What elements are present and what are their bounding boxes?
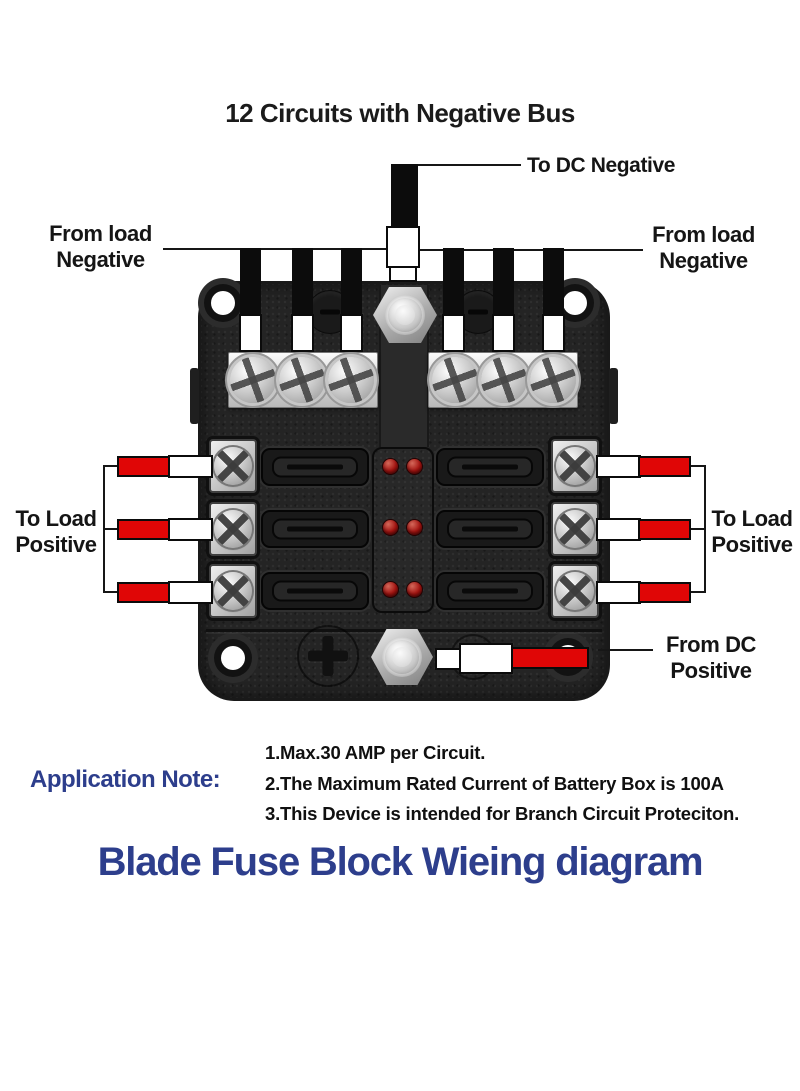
label-to-load-positive-left: To Load Positive <box>15 506 97 557</box>
bracket-line-right <box>704 465 706 593</box>
led-indicator <box>382 519 399 536</box>
bolt-stud <box>392 647 412 667</box>
wire-ferrule <box>596 455 641 478</box>
positive-wire <box>117 456 170 477</box>
fuse-socket <box>436 572 544 610</box>
led-panel <box>372 447 434 613</box>
connector-line-from-dc-positive <box>598 649 653 651</box>
negative-wire <box>443 248 464 316</box>
label-from-dc-positive: From DC Positive <box>665 632 757 683</box>
positive-wire <box>117 519 170 540</box>
bracket-stub-right-1 <box>689 465 705 467</box>
connector-line-from-load-negative-left <box>163 248 392 250</box>
wire-ferrule <box>492 314 515 352</box>
bracket-stub-left-2 <box>103 528 118 530</box>
terminal-screw <box>214 510 252 548</box>
led-indicator <box>406 519 423 536</box>
load-terminal <box>209 439 257 493</box>
bracket-stub-left-1 <box>103 465 118 467</box>
dc-negative-ring-terminal-tip <box>389 266 417 282</box>
bracket-stub-left-3 <box>103 591 118 593</box>
wire-ferrule <box>291 314 314 352</box>
positive-wire <box>117 582 170 603</box>
label-to-load-positive-right: To Load Positive <box>711 506 793 557</box>
bus-screw <box>230 357 276 403</box>
dc-negative-ring-terminal <box>386 226 420 268</box>
wire-ferrule <box>168 581 213 604</box>
bus-screw <box>279 357 325 403</box>
connector-line-from-load-negative-right <box>420 249 643 251</box>
bus-screw <box>432 357 478 403</box>
load-terminal <box>209 502 257 556</box>
fuse-socket <box>436 448 544 486</box>
application-note-label: Application Note: <box>30 766 221 793</box>
fuse-socket <box>436 510 544 548</box>
wire-ferrule <box>168 518 213 541</box>
led-indicator <box>382 581 399 598</box>
bolt-stud <box>395 305 415 325</box>
terminal-screw <box>556 510 594 548</box>
fuse-socket <box>261 510 369 548</box>
hex-bolt-positive <box>371 629 433 685</box>
block-side-tab-right <box>609 368 618 424</box>
terminal-screw <box>556 447 594 485</box>
negative-wire <box>292 248 313 316</box>
wire-ferrule <box>442 314 465 352</box>
load-terminal <box>551 564 599 618</box>
block-side-tab-left <box>190 368 199 424</box>
bracket-stub-right-2 <box>689 528 705 530</box>
application-note-item-1: 1.Max.30 AMP per Circuit. <box>265 742 486 763</box>
bus-screw <box>530 357 576 403</box>
application-note-item-2: 2.The Maximum Rated Current of Battery B… <box>265 772 724 794</box>
bracket-stub-right-3 <box>689 591 705 593</box>
mount-hole-top-right <box>563 291 587 315</box>
negative-wire <box>341 248 362 316</box>
label-from-load-negative-right: From load Negative <box>652 222 755 273</box>
fuse-socket <box>261 448 369 486</box>
wire-ferrule <box>168 455 213 478</box>
label-from-load-negative-left: From load Negative <box>49 221 152 272</box>
wire-ferrule <box>340 314 363 352</box>
negative-wire <box>543 248 564 316</box>
terminal-screw <box>214 447 252 485</box>
molded-cross <box>297 625 359 687</box>
mount-hole-top-left <box>211 291 235 315</box>
load-terminal <box>551 439 599 493</box>
terminal-screw <box>556 572 594 610</box>
negative-wire <box>493 248 514 316</box>
wire-ferrule <box>596 518 641 541</box>
dc-negative-wire <box>391 164 418 228</box>
fuse-socket <box>261 572 369 610</box>
connector-line-to-dc-negative <box>417 164 521 166</box>
negative-wire <box>240 248 261 316</box>
label-to-dc-negative: To DC Negative <box>527 154 676 177</box>
bus-screw <box>328 357 374 403</box>
positive-wire <box>638 456 691 477</box>
load-terminal <box>551 502 599 556</box>
diagram-title: 12 Circuits with Negative Bus <box>225 98 575 128</box>
dc-positive-lug-neck <box>435 648 461 670</box>
led-indicator <box>382 458 399 475</box>
led-indicator <box>406 581 423 598</box>
positive-wire <box>638 519 691 540</box>
load-terminal <box>209 564 257 618</box>
bus-screw <box>481 357 527 403</box>
dc-positive-wire <box>511 647 589 669</box>
application-note-list: 1.Max.30 AMP per Circuit. 2.The Maximum … <box>265 738 739 830</box>
terminal-screw <box>214 572 252 610</box>
dc-positive-lug <box>459 643 513 674</box>
diagram-bottom-title: Blade Fuse Block Wieing diagram <box>97 840 704 884</box>
wire-ferrule <box>239 314 262 352</box>
mount-hole-bottom-left <box>221 646 245 670</box>
hex-bolt-negative <box>373 287 437 343</box>
wire-ferrule <box>542 314 565 352</box>
cross-bar-vertical <box>322 636 334 676</box>
led-indicator <box>406 458 423 475</box>
wire-ferrule <box>596 581 641 604</box>
positive-wire <box>638 582 691 603</box>
application-note-item-3: 3.This Device is intended for Branch Cir… <box>265 803 740 824</box>
